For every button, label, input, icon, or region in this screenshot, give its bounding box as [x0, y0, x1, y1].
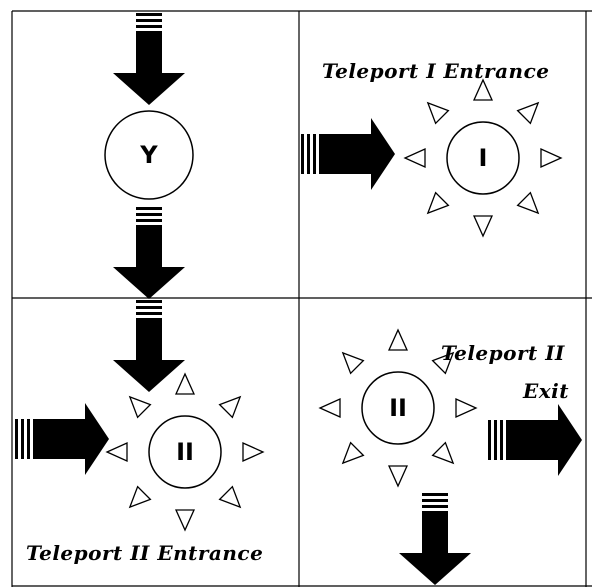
arrow-out-of-teleport-2-right	[488, 404, 582, 476]
arrow-into-y	[113, 13, 185, 105]
teleport-2-exit-label-line1: Teleport II	[441, 341, 565, 365]
node-y-circle	[104, 110, 194, 200]
teleport-2-exit-label-line2: Exit	[523, 379, 570, 403]
arrow-down-into-teleport-2	[113, 300, 185, 392]
grid-lines	[11, 10, 592, 587]
node-y-label: Y	[140, 141, 158, 169]
teleport-2-entrance-node-label: II	[176, 438, 194, 466]
arrow-right-into-teleport-2	[15, 403, 109, 475]
arrow-out-of-teleport-2-down	[399, 493, 471, 585]
teleport-2-exit-node-label: II	[389, 394, 407, 422]
teleport-1-entrance-label: Teleport I Entrance	[322, 59, 550, 83]
teleport-1-node-label: I	[478, 144, 488, 172]
arrow-into-teleport-1	[301, 118, 395, 190]
arrow-out-of-y	[113, 207, 185, 299]
teleport-2-entrance-label: Teleport II Entrance	[26, 541, 264, 565]
